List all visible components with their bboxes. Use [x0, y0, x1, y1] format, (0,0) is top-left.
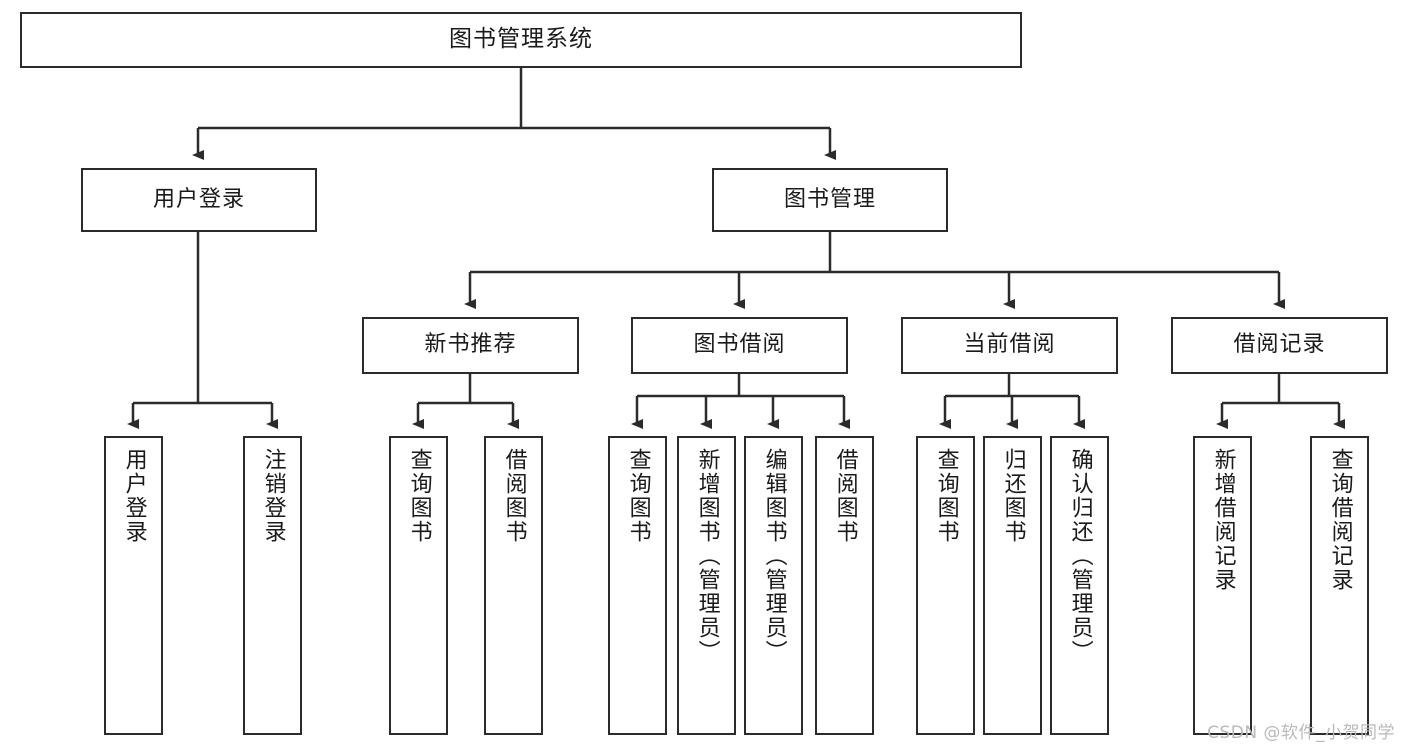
- leaf-record-add[interactable]: 新增借阅记录: [1193, 436, 1252, 735]
- node-label: 用户登录: [121, 448, 147, 544]
- leaf-user-login-signin[interactable]: 用户登录: [104, 436, 163, 735]
- leaf-new-book-query[interactable]: 查询图书: [389, 436, 448, 735]
- node-user-login[interactable]: 用户登录: [81, 168, 317, 232]
- leaf-current-confirm-return-admin[interactable]: 确认归还（管理员）: [1050, 436, 1109, 735]
- leaf-current-query-book[interactable]: 查询图书: [916, 436, 975, 735]
- leaf-borrow-add-book-admin[interactable]: 新增图书（管理员）: [677, 436, 736, 735]
- leaf-user-login-signout[interactable]: 注销登录: [243, 436, 302, 735]
- node-current-borrow[interactable]: 当前借阅: [901, 317, 1118, 374]
- node-label: 查询图书: [406, 448, 432, 544]
- node-label: 确认归还（管理员）: [1067, 448, 1093, 664]
- node-new-book-recommend[interactable]: 新书推荐: [362, 317, 579, 374]
- node-label: 用户登录: [152, 186, 245, 212]
- leaf-borrow-query-book[interactable]: 查询图书: [608, 436, 667, 735]
- node-book-management[interactable]: 图书管理: [712, 168, 948, 232]
- leaf-borrow-borrow-book[interactable]: 借阅图书: [815, 436, 874, 735]
- node-label: 新书推荐: [424, 332, 517, 358]
- node-label: 归还图书: [1000, 448, 1026, 544]
- leaf-borrow-edit-book-admin[interactable]: 编辑图书（管理员）: [744, 436, 803, 735]
- node-label: 新增借阅记录: [1210, 448, 1236, 592]
- node-label: 图书借阅: [693, 332, 786, 358]
- node-label: 借阅图书: [832, 448, 858, 544]
- node-label: 借阅图书: [501, 448, 527, 544]
- node-label: 图书管理系统: [449, 26, 593, 53]
- node-label: 当前借阅: [963, 332, 1056, 358]
- node-label: 查询图书: [933, 448, 959, 544]
- leaf-record-query[interactable]: 查询借阅记录: [1310, 436, 1369, 735]
- node-label: 图书管理: [783, 186, 876, 212]
- node-label: 查询图书: [625, 448, 651, 544]
- node-book-borrow[interactable]: 图书借阅: [631, 317, 848, 374]
- node-root-library-system[interactable]: 图书管理系统: [20, 12, 1022, 68]
- leaf-current-return-book[interactable]: 归还图书: [983, 436, 1042, 735]
- node-borrow-record[interactable]: 借阅记录: [1171, 317, 1388, 374]
- csdn-watermark: CSDN @软件_小贺同学: [1207, 723, 1395, 743]
- leaf-new-book-borrow[interactable]: 借阅图书: [484, 436, 543, 735]
- node-label: 编辑图书（管理员）: [761, 448, 787, 664]
- node-label: 查询借阅记录: [1327, 448, 1353, 592]
- node-label: 新增图书（管理员）: [694, 448, 720, 664]
- node-label: 注销登录: [260, 448, 286, 544]
- node-label: 借阅记录: [1233, 332, 1326, 358]
